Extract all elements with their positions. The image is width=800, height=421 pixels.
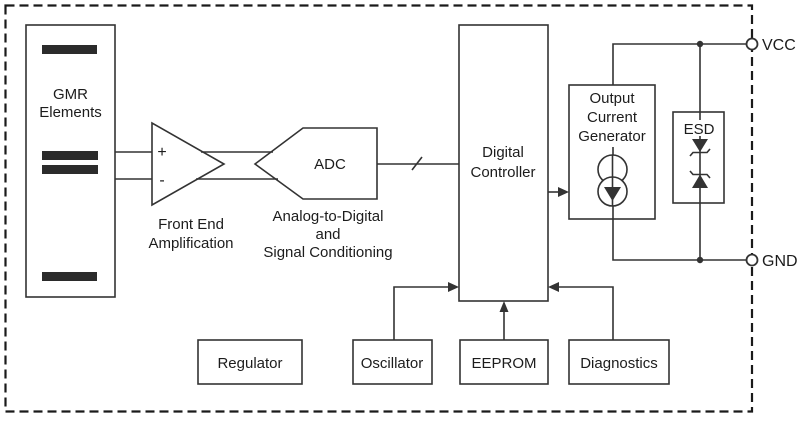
amp-plus-sign: +	[157, 144, 166, 161]
digital-controller-label-line1: Digital	[482, 144, 524, 161]
chip-boundary	[4, 4, 754, 413]
zener-diode-top	[692, 139, 708, 152]
current-direction-arrow	[604, 187, 621, 201]
gmr-bar-top	[42, 45, 97, 54]
arrowhead-into-ocg	[558, 187, 569, 197]
oscillator-label: Oscillator	[361, 355, 424, 372]
wire-diagnostics-controller	[557, 286, 614, 340]
gnd-pin-label: GND	[762, 253, 798, 270]
digital-controller-label-line2: Controller	[470, 164, 535, 181]
adc-caption-line3: Signal Conditioning	[263, 244, 392, 261]
bus-slash	[411, 156, 423, 171]
vcc-pin-label: VCC	[762, 37, 796, 54]
gmr-bar-mid2	[42, 165, 98, 174]
wire-oscillator-controller	[393, 286, 450, 340]
gnd-terminal	[745, 253, 759, 267]
diagnostics-label: Diagnostics	[580, 355, 658, 372]
gmr-bar-mid1	[42, 151, 98, 160]
wire-vcc-rail	[612, 43, 752, 85]
front-end-caption-line2: Amplification	[148, 235, 233, 252]
adc-caption-line2: and	[315, 226, 340, 243]
arrowhead-into-controller-left	[448, 282, 459, 292]
gmr-elements-block	[25, 24, 116, 298]
arrowhead-into-controller-bottom	[499, 301, 509, 312]
gmr-label-line1: GMR	[53, 86, 88, 103]
ocg-label-line3: Generator	[578, 128, 646, 145]
amp-minus-sign: -	[159, 172, 164, 189]
esd-zeners	[689, 139, 711, 188]
esd-label: ESD	[684, 121, 715, 138]
diagnostics-block	[568, 339, 670, 385]
oscillator-block	[352, 339, 433, 385]
regulator-block	[197, 339, 303, 385]
digital-controller-block	[458, 24, 549, 302]
amp-triangle	[151, 121, 226, 207]
eeprom-label: EEPROM	[471, 355, 536, 372]
junction-dot-gnd	[696, 256, 704, 264]
gmr-bars	[42, 45, 98, 281]
adc-caption-line1: Analog-to-Digital	[273, 208, 384, 225]
current-source-symbol	[597, 154, 628, 207]
zener-diode-bottom	[692, 174, 708, 188]
arrowhead-into-controller-right	[548, 282, 559, 292]
gmr-label-line2: Elements	[39, 104, 102, 121]
adc-label: ADC	[314, 156, 346, 173]
gmr-bar-bottom	[42, 272, 97, 281]
vcc-terminal	[745, 37, 759, 51]
wires	[115, 40, 752, 340]
ocg-label-line2: Current	[587, 109, 638, 126]
zener-bar-top	[689, 148, 711, 157]
junction-dot-vcc	[696, 40, 704, 48]
regulator-label: Regulator	[217, 355, 282, 372]
ocg-label-line1: Output	[589, 90, 635, 107]
front-end-caption-line1: Front End	[158, 216, 224, 233]
